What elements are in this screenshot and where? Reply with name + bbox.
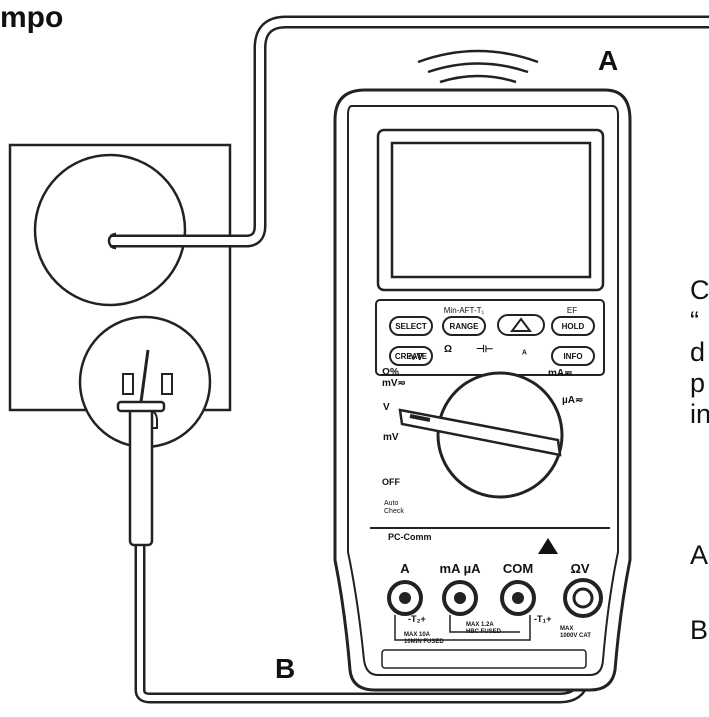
display-screen[interactable]	[390, 141, 592, 279]
dial-mark-4: Ω	[444, 344, 452, 355]
probe-handle	[128, 403, 154, 547]
range-button-label: RANGE	[450, 322, 480, 331]
dial-pointer	[398, 408, 562, 457]
heading-fragment: mpo	[0, 1, 63, 34]
select-button-label: SELECT	[395, 322, 427, 331]
dial-mark-5: ⊣⊢	[476, 344, 494, 355]
select-button[interactable]	[389, 316, 433, 336]
dial-mark-10: mV	[383, 432, 399, 443]
signal-waves	[417, 49, 539, 84]
dial-off-label: OFF	[382, 477, 400, 487]
temp-label-2: -T₂+	[408, 614, 426, 624]
upper-lead-core	[110, 18, 709, 245]
jack-label-ohm: ΩV	[570, 561, 589, 576]
dial-mark-8: µA≂	[562, 395, 583, 406]
temp-label-1: -T₁+	[534, 614, 551, 624]
info-button[interactable]	[551, 346, 595, 366]
rotary-dial[interactable]	[398, 371, 564, 499]
meter-foot	[381, 649, 587, 669]
relative-button[interactable]	[497, 314, 545, 336]
upper-outlet	[33, 153, 187, 307]
dial-mark-2: mV≂	[382, 378, 406, 389]
dial-mark-1: Ω%	[382, 367, 399, 378]
range-button[interactable]	[442, 316, 486, 336]
dial-mark-7: mA≂	[548, 368, 573, 379]
create-button[interactable]	[389, 346, 433, 366]
info-button-label: INFO	[563, 352, 582, 361]
outlet-slot-left	[122, 373, 134, 395]
jack-label-a: A	[400, 561, 410, 576]
dial-mark-9: V	[383, 402, 390, 413]
hold-button[interactable]	[551, 316, 595, 336]
dial-mark-3: ∿V	[408, 352, 423, 363]
dial-mark-6: ᴬ	[522, 349, 527, 360]
side-text-b: B	[690, 615, 709, 645]
jack-label-com: COM	[503, 561, 533, 576]
jack-label-ma: mA µA	[440, 561, 482, 576]
delta-icon	[510, 317, 532, 332]
hold-button-top: EF	[567, 306, 577, 315]
create-button-label: CREATE	[395, 352, 428, 361]
outlet-slot-right	[161, 373, 173, 395]
hold-button-label: HOLD	[562, 322, 585, 331]
meter-buttons	[389, 314, 595, 366]
warning-icon	[538, 538, 558, 554]
input-jacks	[387, 578, 603, 618]
side-text-line-2: “	[690, 306, 699, 336]
side-text-line-1: C	[690, 275, 709, 305]
side-text-a: A	[690, 540, 709, 570]
side-text-line-3: d	[690, 337, 706, 367]
probe-tip	[139, 349, 150, 403]
callout-b: B	[275, 653, 295, 684]
range-button-top: Min-AFT-T₁	[444, 306, 485, 315]
pc-comm-label: PC-Comm	[388, 532, 432, 542]
side-text-line-4: p	[690, 368, 706, 398]
side-text-line-5: in	[690, 399, 709, 429]
callout-a: A	[598, 45, 618, 76]
probe-guard	[116, 400, 166, 413]
